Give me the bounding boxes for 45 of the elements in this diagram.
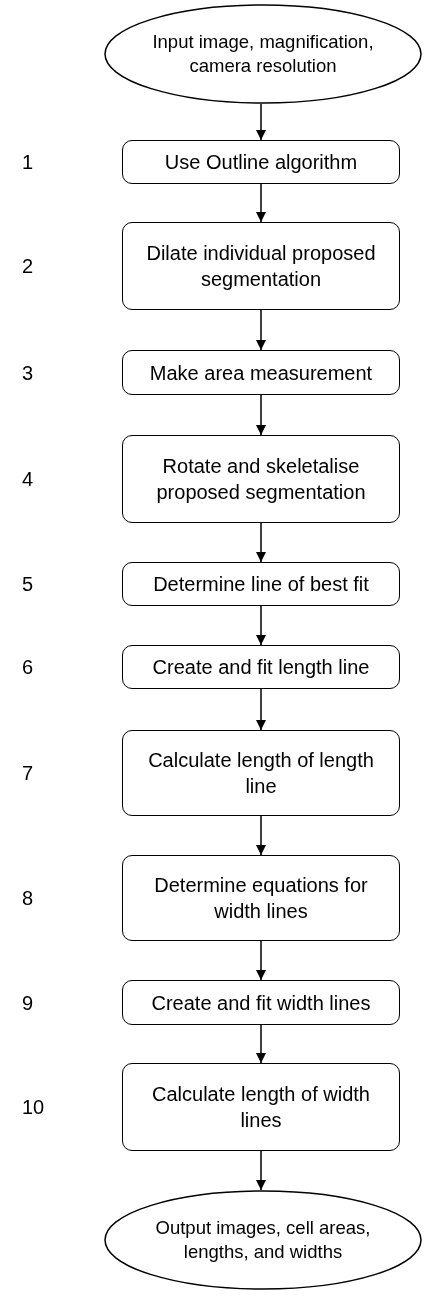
process-box [122,730,400,816]
step-number: 3 [22,361,35,384]
arrow [255,815,267,856]
arrow [255,688,267,731]
step-number: 8 [22,886,35,910]
step-number: 2 [22,254,35,278]
step-text: Input image, magnification, camera resolution [151,29,375,78]
step-number: 9 [22,991,35,1014]
step-number: 5 [22,572,35,596]
terminal-ellipse [104,1190,422,1290]
step-text: Calculate length of length line [147,748,375,799]
arrow [255,309,267,351]
arrow [255,183,267,223]
arrow [255,605,267,646]
arrow [255,522,267,563]
step-text: Create and fit length line [152,655,370,680]
process-box [122,222,400,310]
arrow [255,1150,267,1191]
step-text: Create and fit width lines [151,990,371,1016]
arrow [255,1024,267,1064]
step-text: Output images, cell areas, lengths, and widths [154,1215,372,1264]
step-text: Determine line of best fit [153,572,369,597]
step-text: Dilate individual proposed segmentation [145,241,377,292]
terminal-ellipse [104,4,422,104]
step-text: Make area measurement [149,360,373,386]
process-box [122,855,400,941]
process-box [122,350,400,395]
step-number: 1 [22,150,35,174]
step-text: Calculate length of width lines [151,1082,371,1133]
process-box [122,645,400,689]
step-text: Use Outline algorithm [164,150,358,175]
step-number: 10 [22,1095,46,1119]
arrow [255,394,267,436]
process-box [122,1063,400,1151]
step-number: 4 [22,467,35,491]
process-box [122,562,400,606]
process-box [122,435,400,523]
arrow [255,103,267,141]
arrow [255,940,267,981]
process-box [122,980,400,1025]
step-text: Determine equations for width lines [153,873,369,924]
step-number: 6 [22,655,35,679]
step-text: Rotate and skeletalise proposed segmentation [155,454,367,505]
process-box [122,140,400,184]
step-number: 7 [22,761,35,785]
